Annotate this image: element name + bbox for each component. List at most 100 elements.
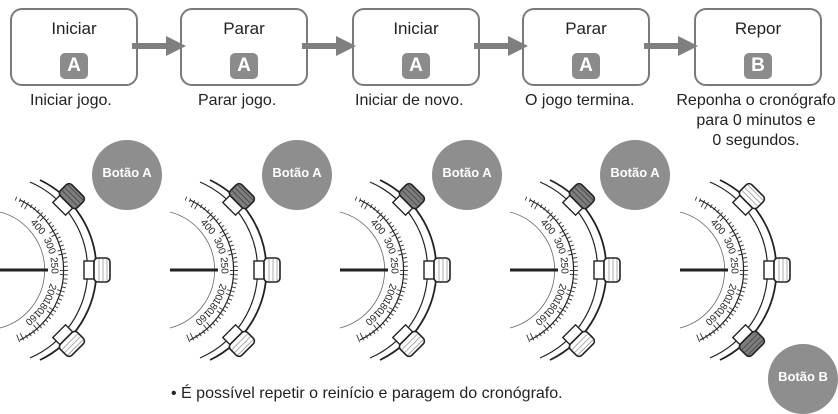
bezel-tick: [567, 237, 571, 239]
bezel-tick: [60, 245, 64, 246]
key-badge-a: A: [230, 53, 258, 79]
crown: [424, 258, 450, 282]
bezel-tick: [565, 306, 569, 308]
bezel-tick: [17, 335, 20, 342]
button-cap: [264, 258, 280, 282]
bezel-tick: [64, 262, 68, 263]
bezel-number: 400: [708, 217, 728, 237]
bezel-number: 400: [198, 217, 218, 237]
bezel-tick: [739, 241, 743, 243]
bezel-tick: [738, 299, 742, 301]
arrow-right-icon: [644, 36, 700, 56]
bezel-tick: [743, 283, 747, 284]
bezel-tick: [569, 241, 573, 243]
bezel-tick: [57, 237, 61, 239]
bezel-tick: [728, 222, 731, 224]
key-badge-a: A: [572, 53, 600, 79]
button-cap: [434, 258, 450, 282]
bezel-tick: [397, 302, 401, 304]
bezel-tick: [225, 306, 229, 308]
bezel-tick: [51, 226, 54, 228]
button-a: [221, 182, 256, 217]
key-badge-b: B: [744, 53, 772, 79]
callout-label: Botão A: [262, 165, 332, 180]
bezel-tick: [737, 237, 741, 239]
bezel-tick: [187, 335, 190, 342]
button-b: [51, 323, 86, 358]
bezel-tick: [62, 287, 66, 288]
bezel-tick: [227, 302, 231, 304]
bezel-tick: [570, 245, 574, 246]
button-a: [561, 182, 596, 217]
step-title: Parar: [524, 19, 648, 39]
step-caption: Parar jogo.: [198, 91, 276, 111]
button-a: [391, 182, 426, 217]
bezel-tick: [388, 316, 391, 319]
bezel-number: 300: [551, 236, 568, 256]
bezel-tick: [229, 241, 233, 243]
footnote: • É possível repetir o reinício e parage…: [171, 385, 563, 403]
dial-dot: [515, 269, 518, 272]
callout-button-a: Botão A: [432, 140, 502, 210]
bezel-tick: [230, 274, 238, 275]
crown: [254, 258, 280, 282]
arrow-right-icon: [474, 36, 530, 56]
button-cap: [774, 258, 790, 282]
bezel-tick: [695, 197, 696, 201]
bezel-tick: [398, 299, 402, 301]
step-box-reset: Repor B: [694, 8, 822, 86]
bezel-tick: [567, 302, 571, 304]
button-stem: [424, 261, 434, 279]
dial-dot: [685, 269, 688, 272]
bezel-tick: [48, 222, 51, 224]
button-stem: [254, 261, 264, 279]
caption-line: para 0 minutos e: [674, 111, 838, 131]
bezel-tick: [525, 197, 526, 201]
bezel-tick: [230, 245, 234, 246]
arrow-right-icon: [132, 36, 188, 56]
bezel-tick: [233, 283, 237, 284]
bezel-tick: [742, 287, 746, 288]
caption-line: Reponha o cronógrafo: [674, 91, 838, 111]
button-a: [731, 182, 766, 217]
step-box-stop: Parar A: [180, 8, 308, 86]
bezel-tick: [403, 258, 407, 259]
bezel-tick: [731, 226, 734, 228]
button-cap: [94, 258, 110, 282]
bezel-tick: [218, 222, 221, 224]
crown: [84, 258, 110, 282]
bezel-tick: [400, 274, 408, 275]
bezel-number: 250: [48, 257, 60, 275]
bezel-tick: [185, 197, 186, 201]
callout-label: Botão A: [92, 165, 162, 180]
callout-label: Botão A: [600, 165, 670, 180]
bezel-tick: [59, 241, 63, 243]
bezel-tick: [570, 274, 578, 275]
bezel-tick: [395, 306, 399, 308]
step-caption: Iniciar jogo.: [30, 91, 112, 111]
bezel-tick: [735, 306, 739, 308]
bezel-number: 300: [41, 236, 58, 256]
bezel-number: 400: [368, 217, 388, 237]
bezel-tick: [221, 226, 224, 228]
key-badge-a: A: [402, 53, 430, 79]
bezel-tick: [744, 262, 748, 263]
button-b: [561, 323, 596, 358]
bezel-tick: [740, 245, 744, 246]
bezel-tick: [572, 287, 576, 288]
bezel-tick: [573, 258, 577, 259]
callout-button-a: Botão A: [92, 140, 162, 210]
bezel-tick: [737, 302, 741, 304]
bezel-tick: [357, 335, 360, 342]
button-a: [51, 182, 86, 217]
bezel-tick: [391, 226, 394, 228]
bezel-tick: [743, 258, 747, 259]
button-cap: [604, 258, 620, 282]
key-badge-a: A: [60, 53, 88, 79]
step-caption: Iniciar de novo.: [355, 91, 464, 111]
step-caption: O jogo termina.: [525, 91, 634, 111]
bezel-tick: [558, 316, 561, 319]
callout-button-b: Botão B: [768, 344, 838, 414]
